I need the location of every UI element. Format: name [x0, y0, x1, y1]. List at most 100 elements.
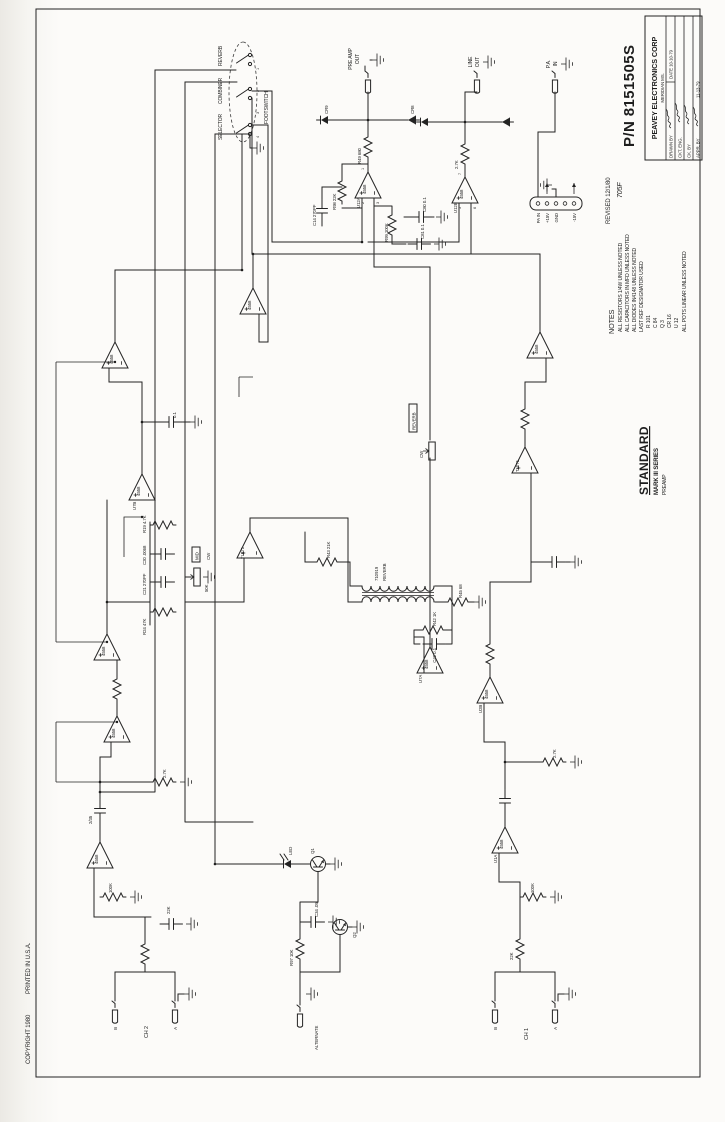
appr-by-signature [692, 106, 699, 127]
opamp-type: 4558 [424, 659, 429, 669]
printed-text: PRINTED IN U.S.A. [26, 942, 32, 994]
opamp-ref: U1A [493, 855, 498, 863]
resistor-symbol [519, 892, 547, 902]
ground-symbol [549, 890, 562, 904]
component-label: R99 100K [384, 223, 389, 242]
series-title: STANDARD [637, 426, 651, 495]
resistor-symbol [515, 935, 525, 963]
transistor-q2 [332, 919, 348, 935]
alternate-and-switching: ALTERNATE R97 10K C34 .05 Q1 Q2 LED [214, 847, 364, 1050]
transistor-label: Q1 [310, 848, 315, 854]
ch1-jack-a [551, 1000, 559, 1024]
component-label: R98 22K [332, 193, 337, 210]
switch-pin: 1 [256, 68, 260, 70]
line-out-stage: U12B 4558 5 6 7 2.7K LINE OUT [367, 55, 514, 255]
component-label: 2.7K [162, 769, 167, 778]
rotary-switch-outline [228, 41, 258, 143]
resistor-symbol [539, 757, 567, 767]
combiner-stage: 4558 [239, 90, 364, 343]
channel1-chain: U1A 4558 2.7K U2B 4558 TL071 4558 [251, 97, 582, 863]
clamp-diode [497, 117, 514, 127]
ground-symbol [433, 237, 446, 251]
transformer-name: REVERB [382, 563, 387, 581]
ck-by-signature [683, 104, 690, 125]
component-label: C21 270PF [142, 573, 147, 595]
clamp-diode-cr8 [403, 115, 420, 125]
opamp-type: 4558 [136, 486, 141, 496]
opamp-u2b-symbol [476, 676, 504, 704]
note-line: ALL DIODES IN4148 UNLESS NOTED [632, 247, 638, 332]
ground-symbol [183, 987, 196, 1001]
component-label: 22K [166, 906, 171, 914]
opamp-type: 4558 [247, 300, 252, 310]
pin-number: 6 [473, 207, 477, 209]
opamp-symbol [101, 341, 129, 369]
jack-label-b: B [493, 1027, 498, 1030]
pin-number: 2 [361, 202, 365, 204]
opamp-type: 4558 [484, 689, 489, 699]
resistor-symbol [460, 140, 470, 168]
opamp-symbol [526, 331, 554, 359]
ground-symbol [179, 775, 192, 789]
footswitch-label: FOOTSWITCH [264, 91, 270, 124]
jack-label-b: B [113, 1027, 118, 1030]
component-label: R19 4.7K [142, 515, 147, 533]
ground-symbol [569, 555, 582, 569]
ground-symbol [473, 595, 486, 609]
opamp-u1a-symbol [491, 826, 519, 854]
opamp-type: 4558 [499, 839, 504, 849]
opamp-symbol [239, 287, 267, 315]
ground-symbol [129, 890, 142, 904]
note-line: ALL POTS LINEAR UNLESS NOTED [682, 251, 688, 332]
jack-label-a: A [173, 1027, 178, 1030]
misc-wiring [55, 360, 253, 784]
led-label: LED [288, 847, 293, 855]
revised-text: REVISED 12/1/80 [606, 177, 612, 224]
note-line: R 101 [646, 315, 652, 328]
capacitor-symbol [409, 211, 433, 223]
drawn-by-label: DRAWN BY [669, 135, 674, 158]
company-city: MERIDIAN MS. [660, 73, 665, 102]
date-label: DATE 10-10-79 [669, 49, 674, 79]
opamp-u12a-symbol [354, 171, 382, 199]
resistor-symbol [387, 211, 397, 239]
channel2-input: B A CH 2 22K 100K [93, 867, 198, 1038]
capacitor-symbol [316, 199, 328, 223]
switch-contacts [236, 52, 253, 137]
resistor-symbol [444, 597, 472, 607]
component-label: 2/35 [88, 815, 93, 824]
ground-symbol [202, 570, 215, 584]
opamp-u7b-symbol [128, 473, 156, 501]
revision-mark: 705F [617, 182, 624, 198]
component-label: 22K [509, 952, 514, 960]
capacitor-symbol [159, 918, 183, 930]
pin-number: 5 [458, 207, 462, 209]
alternate-jack [296, 1004, 304, 1028]
switch-pin: 4 [256, 136, 260, 138]
component-label: 2.7K [552, 749, 557, 758]
component-label: R43 21K [326, 541, 331, 558]
resistor-symbol [520, 405, 530, 433]
resistor-symbol [149, 777, 177, 787]
opamp-symbol [103, 715, 131, 743]
jack-label-a: A [553, 1027, 558, 1030]
cw-label: CW [206, 552, 211, 560]
component-label: 2.7K [454, 160, 459, 169]
line-out-label: OUT [475, 57, 481, 67]
pa-in-jack [551, 70, 559, 94]
opamp-type: 4558 [111, 728, 116, 738]
preamp-out-stage: U12A 4558 2 3 1 R98 22K R49 680 CR9 CR8 … [312, 47, 448, 251]
resistor-symbol [337, 177, 347, 205]
pa-in-and-power: P.A. IN PA IN +15V GND -15V [529, 57, 583, 223]
appr-by-label: APPR. BY [696, 138, 701, 158]
ground-symbol [329, 857, 342, 871]
note-line: C 84 [653, 318, 659, 328]
drawn-by-signature [665, 108, 672, 129]
resistor-symbol [419, 625, 447, 635]
component-label: 100K [530, 883, 535, 893]
resistor-symbol [140, 940, 150, 968]
part-number: P/N 8151505S [621, 45, 638, 147]
switch-panel: SELECTOR COMBINER REVERB 4 3 2 1 FOOTSWI… [218, 41, 270, 155]
title-block: REVISED 12/1/80 705F P/N 8151505S PEAVEY… [606, 15, 703, 224]
